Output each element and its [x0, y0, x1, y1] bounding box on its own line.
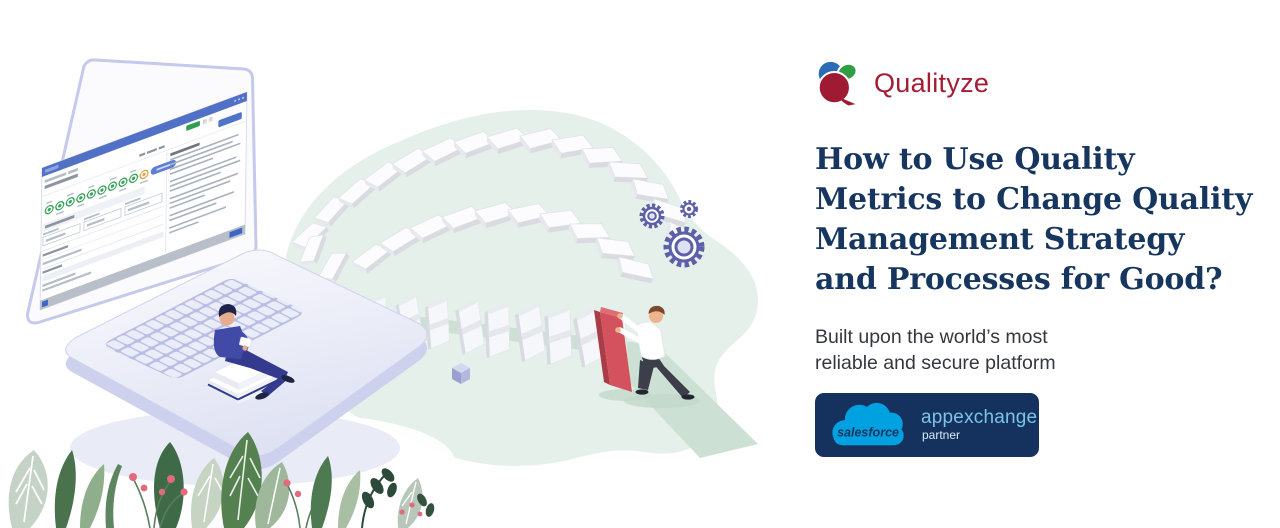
- quality-metrics-illustration: [8, 58, 758, 528]
- dashboard-ui: [39, 91, 248, 311]
- salesforce-wordmark: salesforce: [837, 426, 899, 440]
- pusher-person: [615, 305, 695, 400]
- laptop-screen: [25, 58, 258, 325]
- qualityze-logo-text: Qualityze: [874, 67, 990, 98]
- banner-subtitle-line: reliable and secure platform: [815, 352, 1056, 374]
- cube: [452, 363, 470, 384]
- banner-subtitle: Built upon the world’s most reliable and…: [815, 324, 1275, 376]
- qualityze-logo-icon: [817, 61, 858, 106]
- banner-title-line: How to Use Quality: [815, 142, 1135, 177]
- banner-title: How to Use Quality Metrics to Change Qua…: [815, 140, 1275, 300]
- appexchange-label: appexchange: [921, 407, 1038, 428]
- partner-label: partner: [922, 428, 961, 442]
- banner-title-line: and Processes for Good?: [815, 262, 1223, 297]
- banner-title-line: Management Strategy: [815, 222, 1185, 257]
- salesforce-appexchange-badge: salesforce appexchange partner: [815, 393, 1039, 457]
- gears-icon: [639, 200, 705, 268]
- banner-title-line: Metrics to Change Quality: [815, 182, 1253, 217]
- salesforce-cloud-icon: salesforce: [832, 402, 904, 446]
- keyboard: [106, 279, 302, 378]
- qualityze-logo: Qualityze: [815, 60, 1275, 106]
- right-column: Qualityze How to Use Quality Metrics to …: [815, 60, 1275, 457]
- banner-subtitle-line: Built upon the world’s most: [815, 326, 1048, 348]
- appexchange-block: appexchange partner: [921, 407, 1038, 443]
- sitting-person: [213, 304, 295, 400]
- plants: [8, 432, 435, 528]
- pusher-shadow: [624, 394, 700, 408]
- red-domino: [594, 307, 632, 392]
